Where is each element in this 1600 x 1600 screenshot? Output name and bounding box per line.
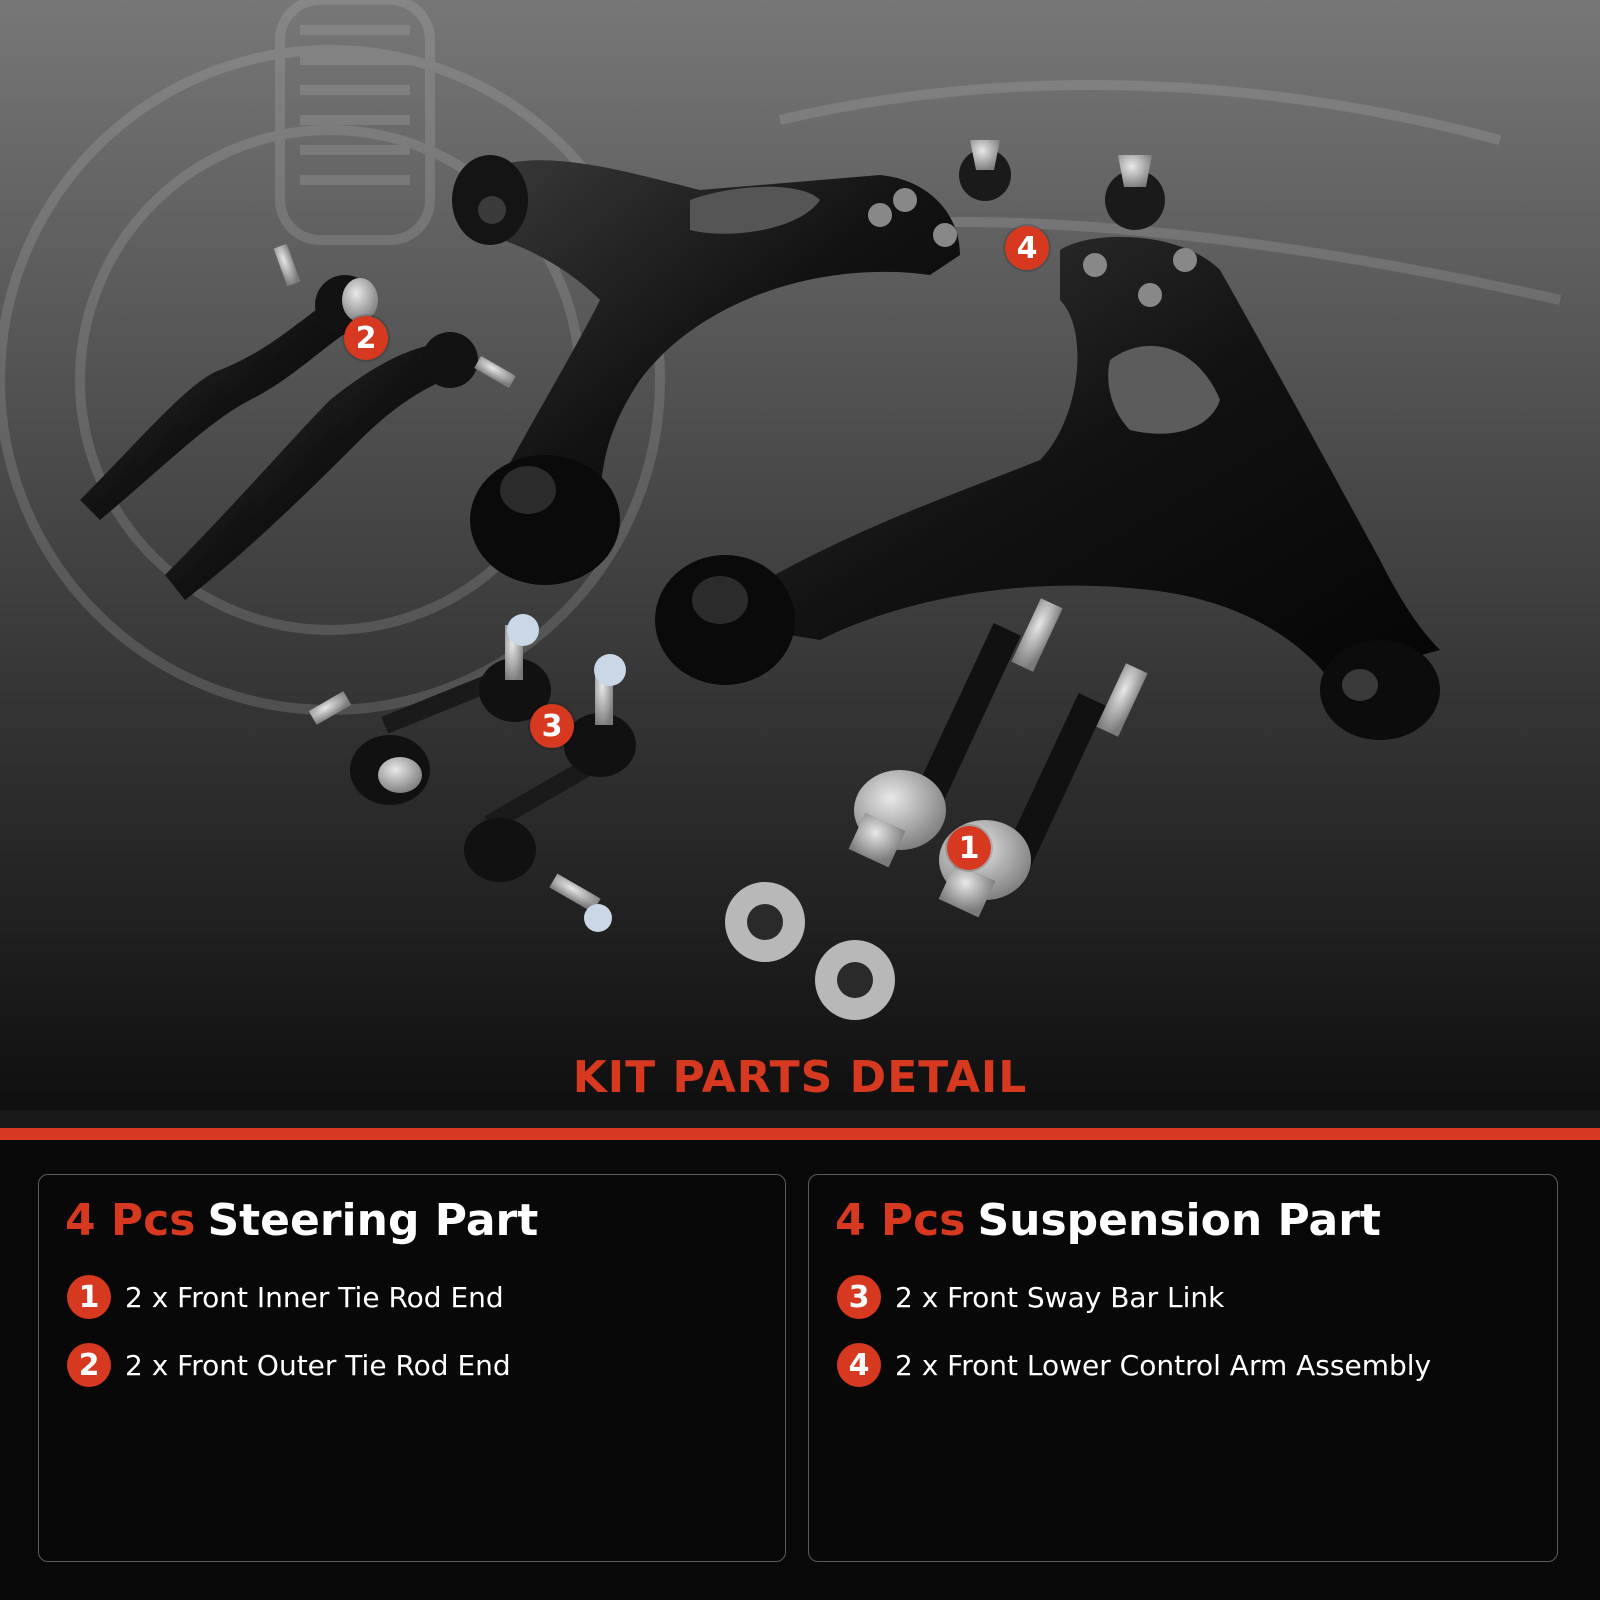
panel-count: 4 Pcs bbox=[65, 1195, 196, 1246]
control-arm-right bbox=[655, 155, 1440, 740]
item-number-badge: 3 bbox=[837, 1275, 881, 1319]
badge-2: 2 bbox=[344, 316, 388, 360]
control-arm-left bbox=[452, 140, 1011, 585]
outer-tie-rod-ends bbox=[80, 243, 516, 600]
item-text: 2 x Front Inner Tie Rod End bbox=[125, 1280, 504, 1314]
item-text: 2 x Front Outer Tie Rod End bbox=[125, 1348, 511, 1382]
lock-washers bbox=[725, 882, 895, 1020]
badge-4: 4 bbox=[1005, 226, 1049, 270]
list-item: 1 2 x Front Inner Tie Rod End bbox=[67, 1275, 504, 1319]
sway-bar-links bbox=[308, 614, 636, 932]
item-text: 2 x Front Sway Bar Link bbox=[895, 1280, 1225, 1314]
badge-3: 3 bbox=[530, 704, 574, 748]
item-text: 2 x Front Lower Control Arm Assembly bbox=[895, 1348, 1432, 1382]
badge-1: 1 bbox=[947, 826, 991, 870]
panel-count: 4 Pcs bbox=[835, 1195, 966, 1246]
panel-title: Steering Part bbox=[207, 1195, 539, 1246]
list-item: 4 2 x Front Lower Control Arm Assembly bbox=[837, 1343, 1431, 1387]
accent-divider bbox=[0, 1128, 1600, 1140]
item-number-badge: 1 bbox=[67, 1275, 111, 1319]
list-item: 2 2 x Front Outer Tie Rod End bbox=[67, 1343, 511, 1387]
item-number-badge: 2 bbox=[67, 1343, 111, 1387]
product-photo bbox=[0, 0, 1600, 1110]
kit-parts-title: KIT PARTS DETAIL bbox=[572, 1052, 1028, 1103]
list-item: 3 2 x Front Sway Bar Link bbox=[837, 1275, 1224, 1319]
panel-title: Suspension Part bbox=[977, 1195, 1381, 1246]
item-number-badge: 4 bbox=[837, 1343, 881, 1387]
